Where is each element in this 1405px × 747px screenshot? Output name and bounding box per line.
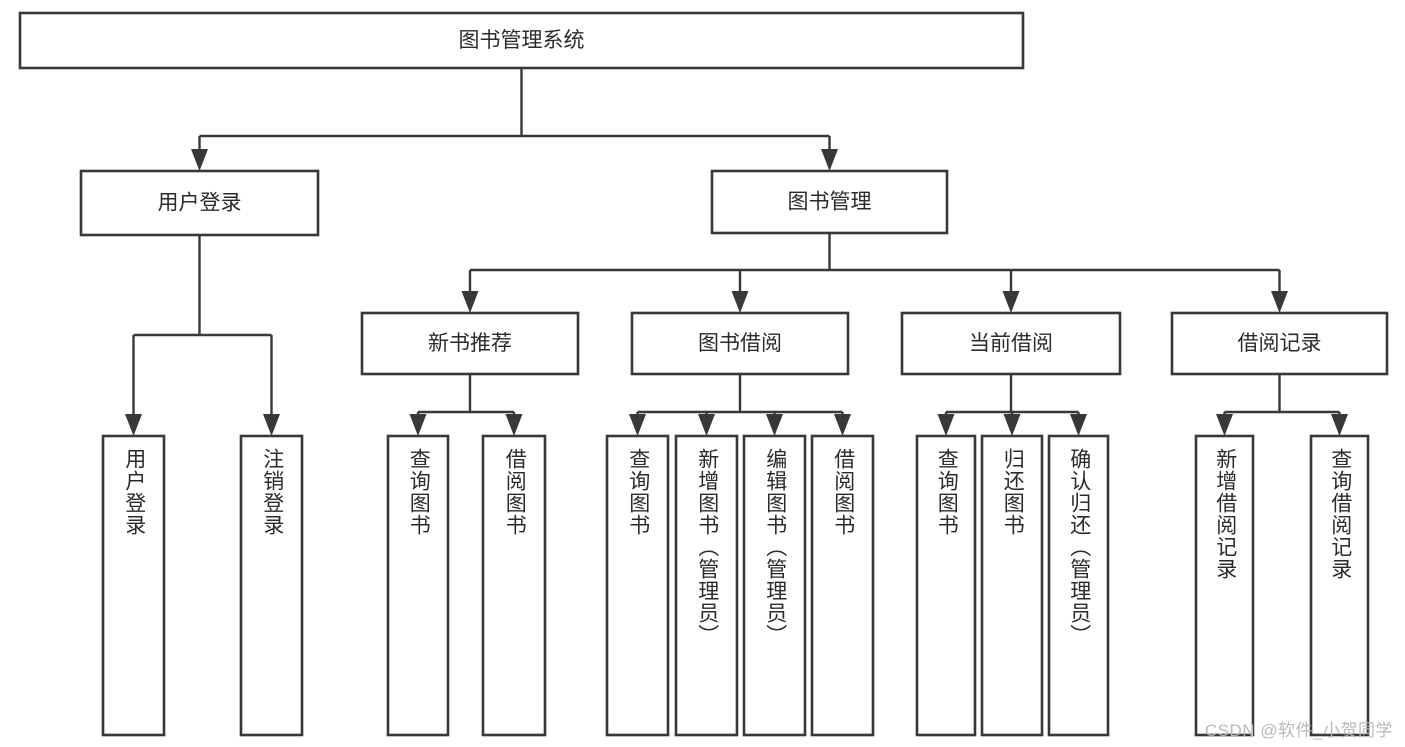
- leaf-node-box-0: [101, 434, 166, 737]
- leaf-node-box-4: [605, 434, 670, 737]
- arrow-head-icon-level1-1: [821, 149, 838, 171]
- arrow-head-icon-leaf-2: [409, 414, 427, 436]
- arrow-head-icon-level2-3: [1271, 291, 1288, 313]
- level2-node-box-3: [1170, 311, 1389, 376]
- leaf-node-box-3: [481, 434, 547, 737]
- arrow-head-icon-leaf-7: [834, 414, 851, 436]
- arrow-head-icon-leaf-12: [1331, 414, 1348, 436]
- leaf-node-box-1: [239, 434, 304, 737]
- arrow-head-icon-level2-2: [1002, 291, 1020, 313]
- level2-node-box-1: [630, 311, 850, 376]
- arrow-head-icon-leaf-10: [1070, 414, 1087, 436]
- level1-node-box-0: [79, 169, 320, 237]
- level1-node-box-1: [710, 169, 949, 235]
- arrow-head-icon-leaf-1: [263, 414, 280, 436]
- leaf-node-box-2: [386, 434, 450, 737]
- leaf-node-box-8: [915, 434, 977, 737]
- leaf-node-box-9: [980, 434, 1044, 737]
- root-node-box: [18, 11, 1025, 70]
- arrow-head-icon-leaf-11: [1216, 414, 1233, 436]
- level1-node-label-1: 图书管理: [788, 191, 872, 214]
- edge-layer: [125, 68, 1348, 436]
- root-node-label: 图书管理系统: [459, 29, 585, 52]
- level1-node-label-0: 用户登录: [158, 192, 242, 215]
- arrow-head-icon-level1-0: [191, 149, 208, 171]
- arrow-head-icon-leaf-5: [698, 414, 715, 436]
- arrow-head-icon-level2-0: [461, 291, 479, 313]
- arrow-head-icon-leaf-9: [1003, 414, 1021, 436]
- leaf-node-box-12: [1309, 434, 1370, 737]
- level2-node-label-0: 新书推荐: [428, 332, 512, 355]
- leaf-node-box-10: [1047, 434, 1110, 737]
- level2-node-label-2: 当前借阅: [969, 332, 1053, 355]
- level2-node-label-1: 图书借阅: [698, 332, 782, 355]
- leaf-node-box-6: [742, 434, 807, 737]
- arrow-head-icon-leaf-4: [629, 414, 646, 436]
- arrow-head-icon-leaf-0: [125, 414, 142, 436]
- arrow-head-icon-leaf-3: [505, 414, 523, 436]
- leaf-node-box-5: [674, 434, 739, 737]
- leaf-node-box-11: [1194, 434, 1255, 737]
- arrow-head-icon-leaf-6: [766, 414, 783, 436]
- level2-node-box-0: [360, 311, 580, 376]
- csdn-watermark: CSDN @软件_小贺同学: [1204, 721, 1393, 740]
- level2-node-label-3: 借阅记录: [1238, 332, 1322, 355]
- node-box-layer: [18, 11, 1389, 737]
- level2-node-box-2: [900, 311, 1122, 376]
- arrow-head-icon-level2-1: [731, 291, 749, 313]
- arrow-head-icon-leaf-8: [937, 414, 955, 436]
- leaf-node-box-7: [810, 434, 875, 737]
